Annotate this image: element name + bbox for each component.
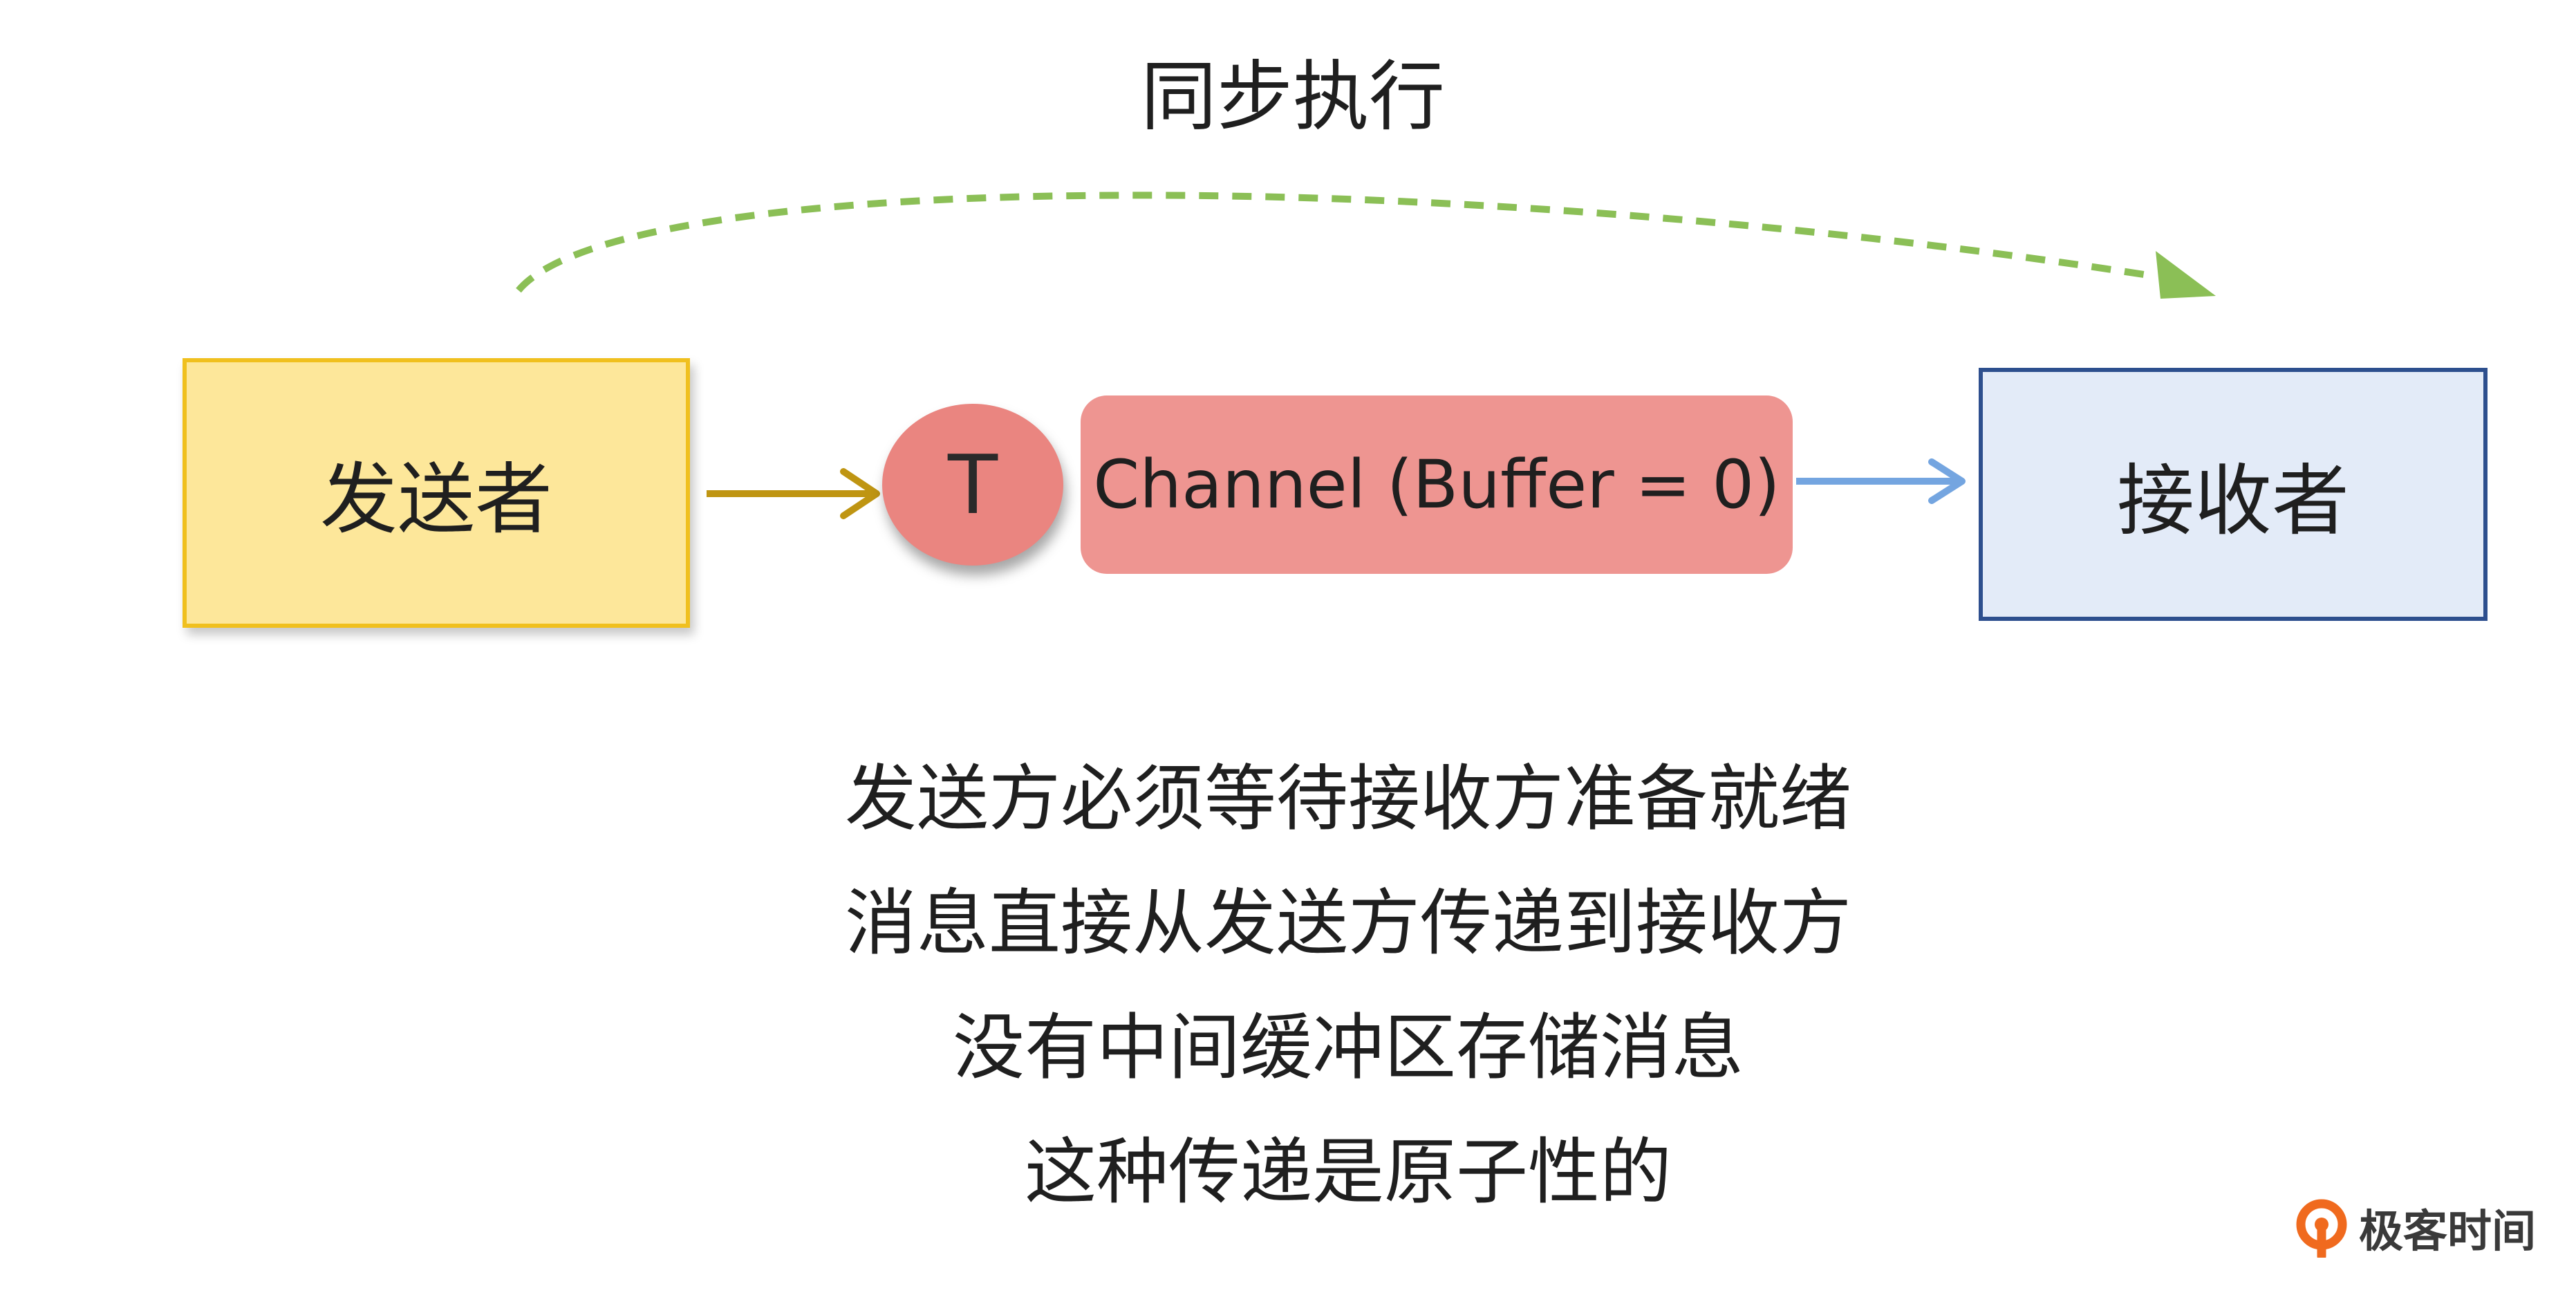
sender-label: 发送者	[320, 455, 552, 545]
note-line: 发送方必须等待接收方准备就绪	[844, 756, 1851, 841]
channel-box: Channel (Buffer = 0)	[1081, 395, 1793, 574]
brand-watermark: 极客时间	[2294, 1196, 2536, 1260]
sync-arrow-head	[2156, 251, 2216, 299]
channel-label: Channel (Buffer = 0)	[1093, 446, 1780, 523]
token-label: T	[947, 437, 998, 532]
receiver-label: 接收者	[2117, 456, 2349, 546]
message-token: T	[882, 404, 1063, 566]
sender-box: 发送者	[183, 358, 690, 628]
geektime-logo-icon	[2296, 1199, 2347, 1258]
note-line: 消息直接从发送方传递到接收方	[844, 881, 1851, 965]
note-line: 没有中间缓冲区存储消息	[952, 1005, 1744, 1090]
notes-list: 发送方必须等待接收方准备就绪 消息直接从发送方传递到接收方 没有中间缓冲区存储消…	[733, 736, 1963, 1234]
note-line: 这种传递是原子性的	[1024, 1130, 1672, 1214]
deliver-arrow-head	[1928, 458, 1966, 504]
receiver-box: 接收者	[1979, 368, 2488, 621]
brand-label: 极客时间	[2359, 1207, 2536, 1258]
send-arrow-head	[840, 468, 880, 519]
diagram-title: 同步执行	[1141, 53, 1445, 141]
sync-arc-arrow	[516, 192, 2158, 293]
